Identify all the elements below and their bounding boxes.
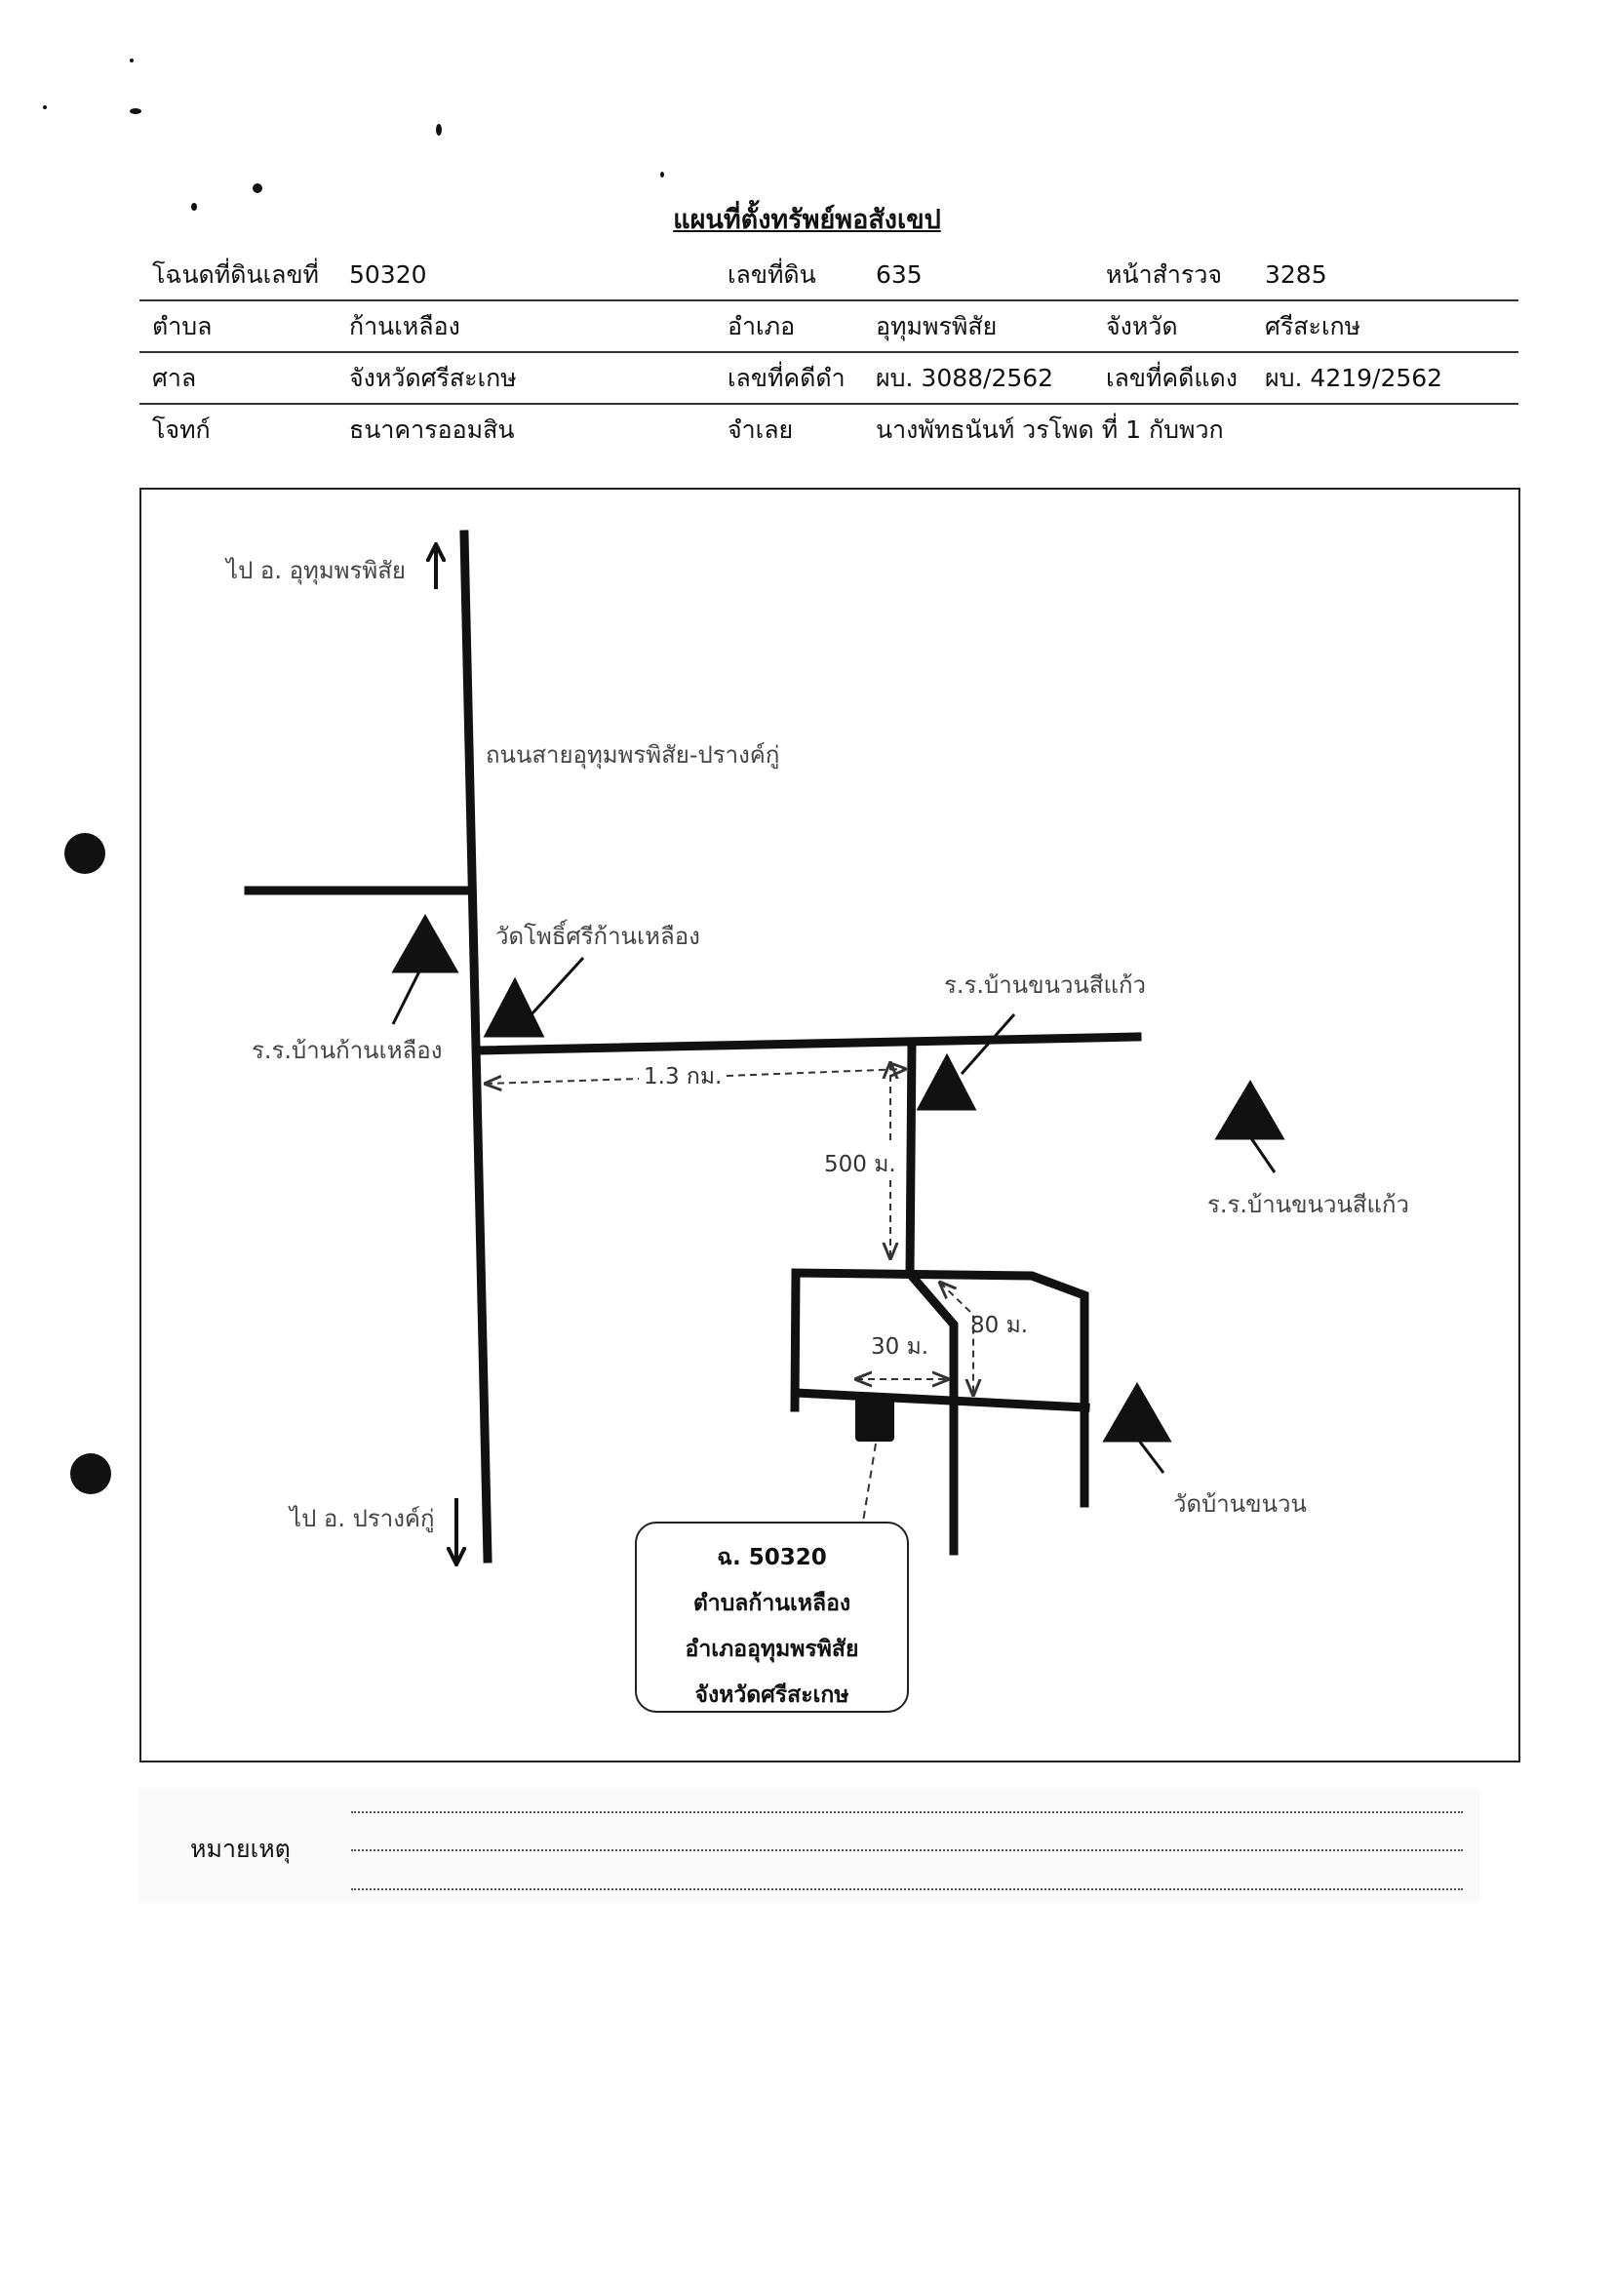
scan-speck <box>191 203 197 211</box>
info-value: นางพัทธนันท์ วรโพด ที่ 1 กับพวก <box>876 415 1224 444</box>
scan-speck <box>253 183 262 193</box>
info-value: ก้านเหลือง <box>336 300 715 353</box>
lot-front-road <box>791 1388 1090 1412</box>
scan-speck <box>43 105 47 109</box>
info-label: ศาล <box>139 352 336 405</box>
location-map: ไป อ. อุทุมพรพิสัย ไป อ. ปรางค์กู่ ถนนสา… <box>224 530 1409 1775</box>
dim-1-3-km-right <box>726 1069 905 1076</box>
roads <box>244 530 1142 1564</box>
label-temple-north: วัดโพธิ์ศรีก้านเหลือง <box>495 919 700 950</box>
remarks-line <box>351 1811 1463 1813</box>
info-label: จำเลย <box>728 415 794 444</box>
leader-line <box>1137 1440 1165 1474</box>
leader-line <box>1249 1137 1277 1173</box>
info-row: ตำบล ก้านเหลือง อำเภอ อุทุมพรพิสัย จังหว… <box>139 300 1518 353</box>
info-value: 3285 <box>1252 250 1518 301</box>
triangle-landmark-icon <box>1214 1080 1285 1140</box>
scan-speck <box>130 108 141 114</box>
parcel-province: จังหวัดศรีสะเกษ <box>694 1682 849 1708</box>
info-label: อำเภอ <box>715 300 863 353</box>
map-frame <box>139 488 1520 1762</box>
info-label: โฉนดที่ดินเลขที่ <box>139 250 336 301</box>
scan-speck <box>130 59 134 62</box>
info-label: ตำบล <box>139 300 336 353</box>
info-value: จังหวัดศรีสะเกษ <box>336 352 715 405</box>
distance-lot-offset: 30 ม. <box>871 1334 928 1360</box>
info-label: เลขที่ดิน <box>715 250 863 301</box>
label-temple-south: วัดบ้านขนวน <box>1173 1490 1307 1518</box>
label-school-east: ร.ร.บ้านขนวนสีแก้ว <box>1207 1191 1409 1218</box>
info-value: 635 <box>863 250 1093 301</box>
label-to-north: ไป อ. อุทุมพรพิสัย <box>224 557 406 585</box>
punch-hole-bottom <box>70 1453 111 1494</box>
page-title: แผนที่ตั้งทรัพย์พอสังเขป <box>673 205 941 235</box>
remarks-area <box>139 1788 1479 1903</box>
scan-speck <box>660 172 664 178</box>
info-row: โฉนดที่ดินเลขที่ 50320 เลขที่ดิน 635 หน้… <box>139 250 1518 301</box>
property-info-table: โฉนดที่ดินเลขที่ 50320 เลขที่ดิน 635 หน้… <box>139 250 1518 455</box>
east-road <box>473 1032 1142 1055</box>
distance-east-road: 1.3 กม. <box>644 1064 722 1089</box>
leader-line <box>391 970 421 1025</box>
parcel-deed-number: ฉ. 50320 <box>717 1545 827 1570</box>
parcel-subdistrict: ตำบลก้านเหลือง <box>692 1591 851 1616</box>
punch-hole-top <box>64 833 105 874</box>
info-label: เลขที่คดีแดง <box>1093 352 1252 405</box>
label-school-west: ร.ร.บ้านก้านเหลือง <box>252 1037 442 1064</box>
info-label: จังหวัด <box>1093 300 1252 353</box>
parcel-callout: ฉ. 50320 ตำบลก้านเหลือง อำเภออุทุมพรพิสั… <box>635 1522 909 1713</box>
info-value: ผบ. 4219/2562 <box>1252 352 1518 405</box>
distance-south-road: 500 ม. <box>824 1152 896 1177</box>
parcel-leader-line <box>862 1443 877 1523</box>
parcel-marker-icon <box>855 1397 894 1442</box>
triangle-landmark-icon <box>1102 1382 1172 1443</box>
label-to-south: ไป อ. ปรางค์กู่ <box>288 1505 435 1533</box>
info-value: อุทุมพรพิสัย <box>863 300 1093 353</box>
landmarks <box>391 913 1285 1474</box>
label-main-road: ถนนสายอุทุมพรพิสัย-ปรางค์กู่ <box>486 741 779 770</box>
triangle-landmark-icon <box>391 913 459 973</box>
info-label: หน้าสำรวจ <box>1093 250 1252 301</box>
dim-1-3-km-left <box>486 1079 640 1084</box>
info-label: เลขที่คดีดำ <box>715 352 863 405</box>
remarks-label: หมายเหตุ <box>190 1835 291 1863</box>
triangle-landmark-icon <box>483 976 545 1038</box>
info-value: ศรีสะเกษ <box>1252 300 1518 353</box>
dimension-lines <box>486 1063 973 1395</box>
leader-line <box>530 956 585 1016</box>
info-label: โจทก์ <box>152 415 211 444</box>
triangle-landmark-icon <box>916 1052 977 1111</box>
lot-perimeter-road <box>790 1268 1089 1508</box>
remarks-line <box>351 1849 1463 1851</box>
info-row: ศาล จังหวัดศรีสะเกษ เลขที่คดีดำ ผบ. 3088… <box>139 352 1518 405</box>
info-value: ธนาคารออมสิน <box>349 415 515 444</box>
distance-lot-depth: 80 ม. <box>970 1313 1028 1338</box>
south-road <box>905 1039 917 1279</box>
label-school-junction: ร.ร.บ้านขนวนสีแก้ว <box>944 971 1146 999</box>
remarks-line <box>351 1888 1463 1890</box>
info-value: ผบ. 3088/2562 <box>863 352 1093 405</box>
parcel-district: อำเภออุทุมพรพิสัย <box>685 1637 859 1662</box>
scan-speck <box>436 124 442 136</box>
info-value: 50320 <box>336 250 715 301</box>
leader-line <box>960 1013 1016 1075</box>
dim-80-m <box>940 1283 973 1395</box>
lot-inner-road <box>903 1267 959 1556</box>
info-row: โจทก์ ธนาคารออมสิน จำเลย นางพัทธนันท์ วร… <box>139 404 1518 455</box>
